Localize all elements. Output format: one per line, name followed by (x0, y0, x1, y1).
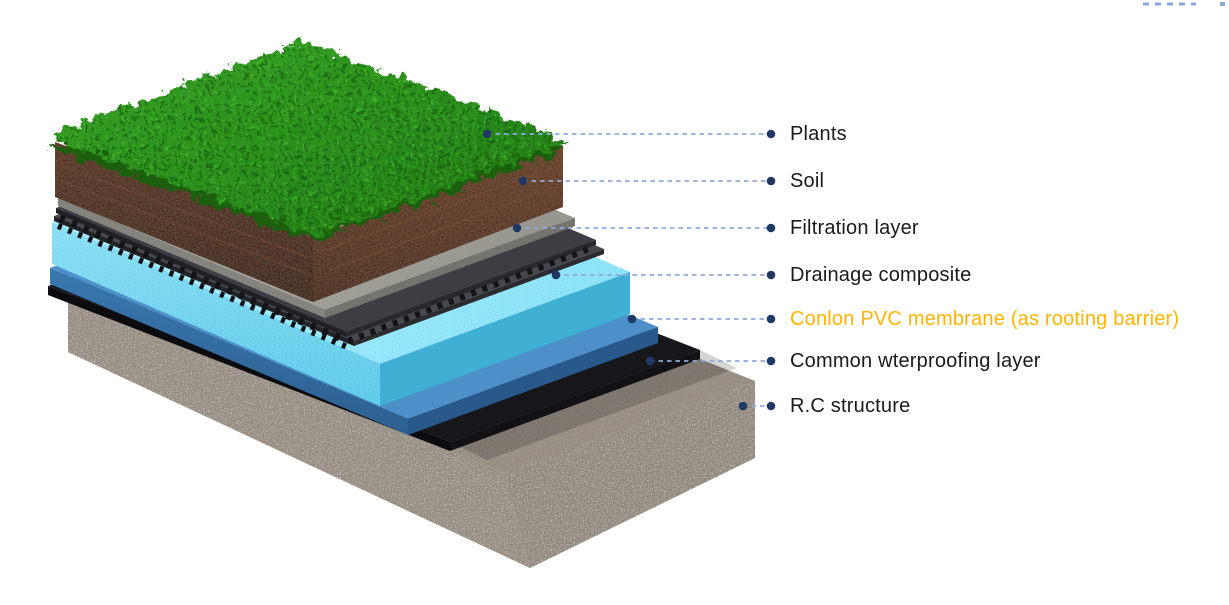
label-soil: Soil (790, 170, 825, 192)
label-conlon-pvc-membrane: Conlon PVC membrane (as rooting barrier) (790, 308, 1180, 330)
label-plants: Plants (790, 123, 847, 145)
label-rc-structure: R.C structure (790, 395, 911, 417)
leader-dots (482, 129, 776, 411)
label-common-waterproofing-layer: Common wterproofing layer (790, 350, 1041, 372)
top-right-dash-artifact (1143, 2, 1225, 6)
label-filtration-layer: Filtration layer (790, 217, 919, 239)
label-drainage-composite: Drainage composite (790, 264, 972, 286)
leader-lines (487, 133, 771, 407)
layer-plants-grass (48, 40, 570, 242)
layer-soil (55, 142, 563, 302)
